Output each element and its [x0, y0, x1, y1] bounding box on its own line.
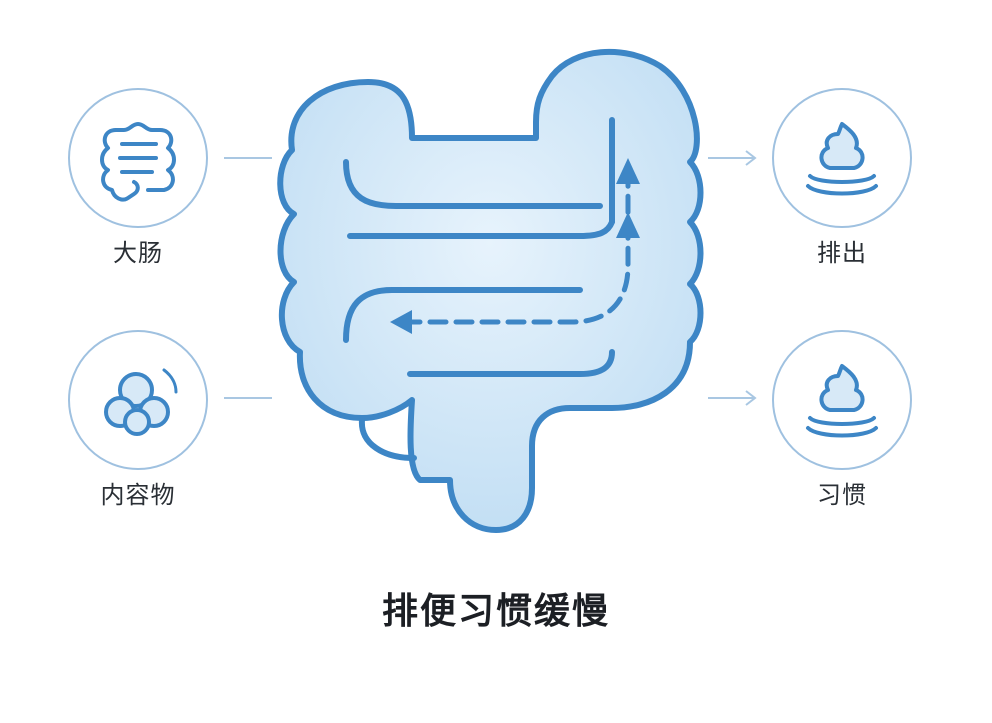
arrow-right-top — [708, 150, 757, 166]
colon-fold-1 — [343, 159, 603, 209]
badge-excretion — [772, 88, 912, 228]
arrow-right-bottom — [708, 390, 757, 406]
label-excretion: 排出 — [817, 239, 867, 267]
stool-icon — [806, 364, 878, 438]
flow-arrowhead-up-2 — [616, 212, 640, 238]
colon-appendix — [358, 417, 417, 461]
label-contents: 内容物 — [100, 481, 176, 509]
label-habit: 习惯 — [817, 481, 867, 509]
flow-arrowhead-left — [390, 310, 412, 334]
badge-contents — [68, 330, 208, 470]
stool-balls-icon — [104, 368, 178, 436]
intestine-icon — [100, 122, 176, 202]
colon-fold-2 — [347, 117, 615, 239]
flow-dashed-path — [401, 175, 631, 325]
badge-habit — [772, 330, 912, 470]
colon-fold-4 — [407, 349, 615, 377]
label-large-intestine: 大肠 — [113, 239, 163, 267]
stool-icon — [806, 122, 878, 196]
colon-fold-3 — [343, 287, 583, 343]
flow-arrowhead-up-1 — [616, 158, 640, 184]
diagram-title: 排便习惯缓慢 — [381, 591, 610, 632]
badge-large-intestine — [68, 88, 208, 228]
